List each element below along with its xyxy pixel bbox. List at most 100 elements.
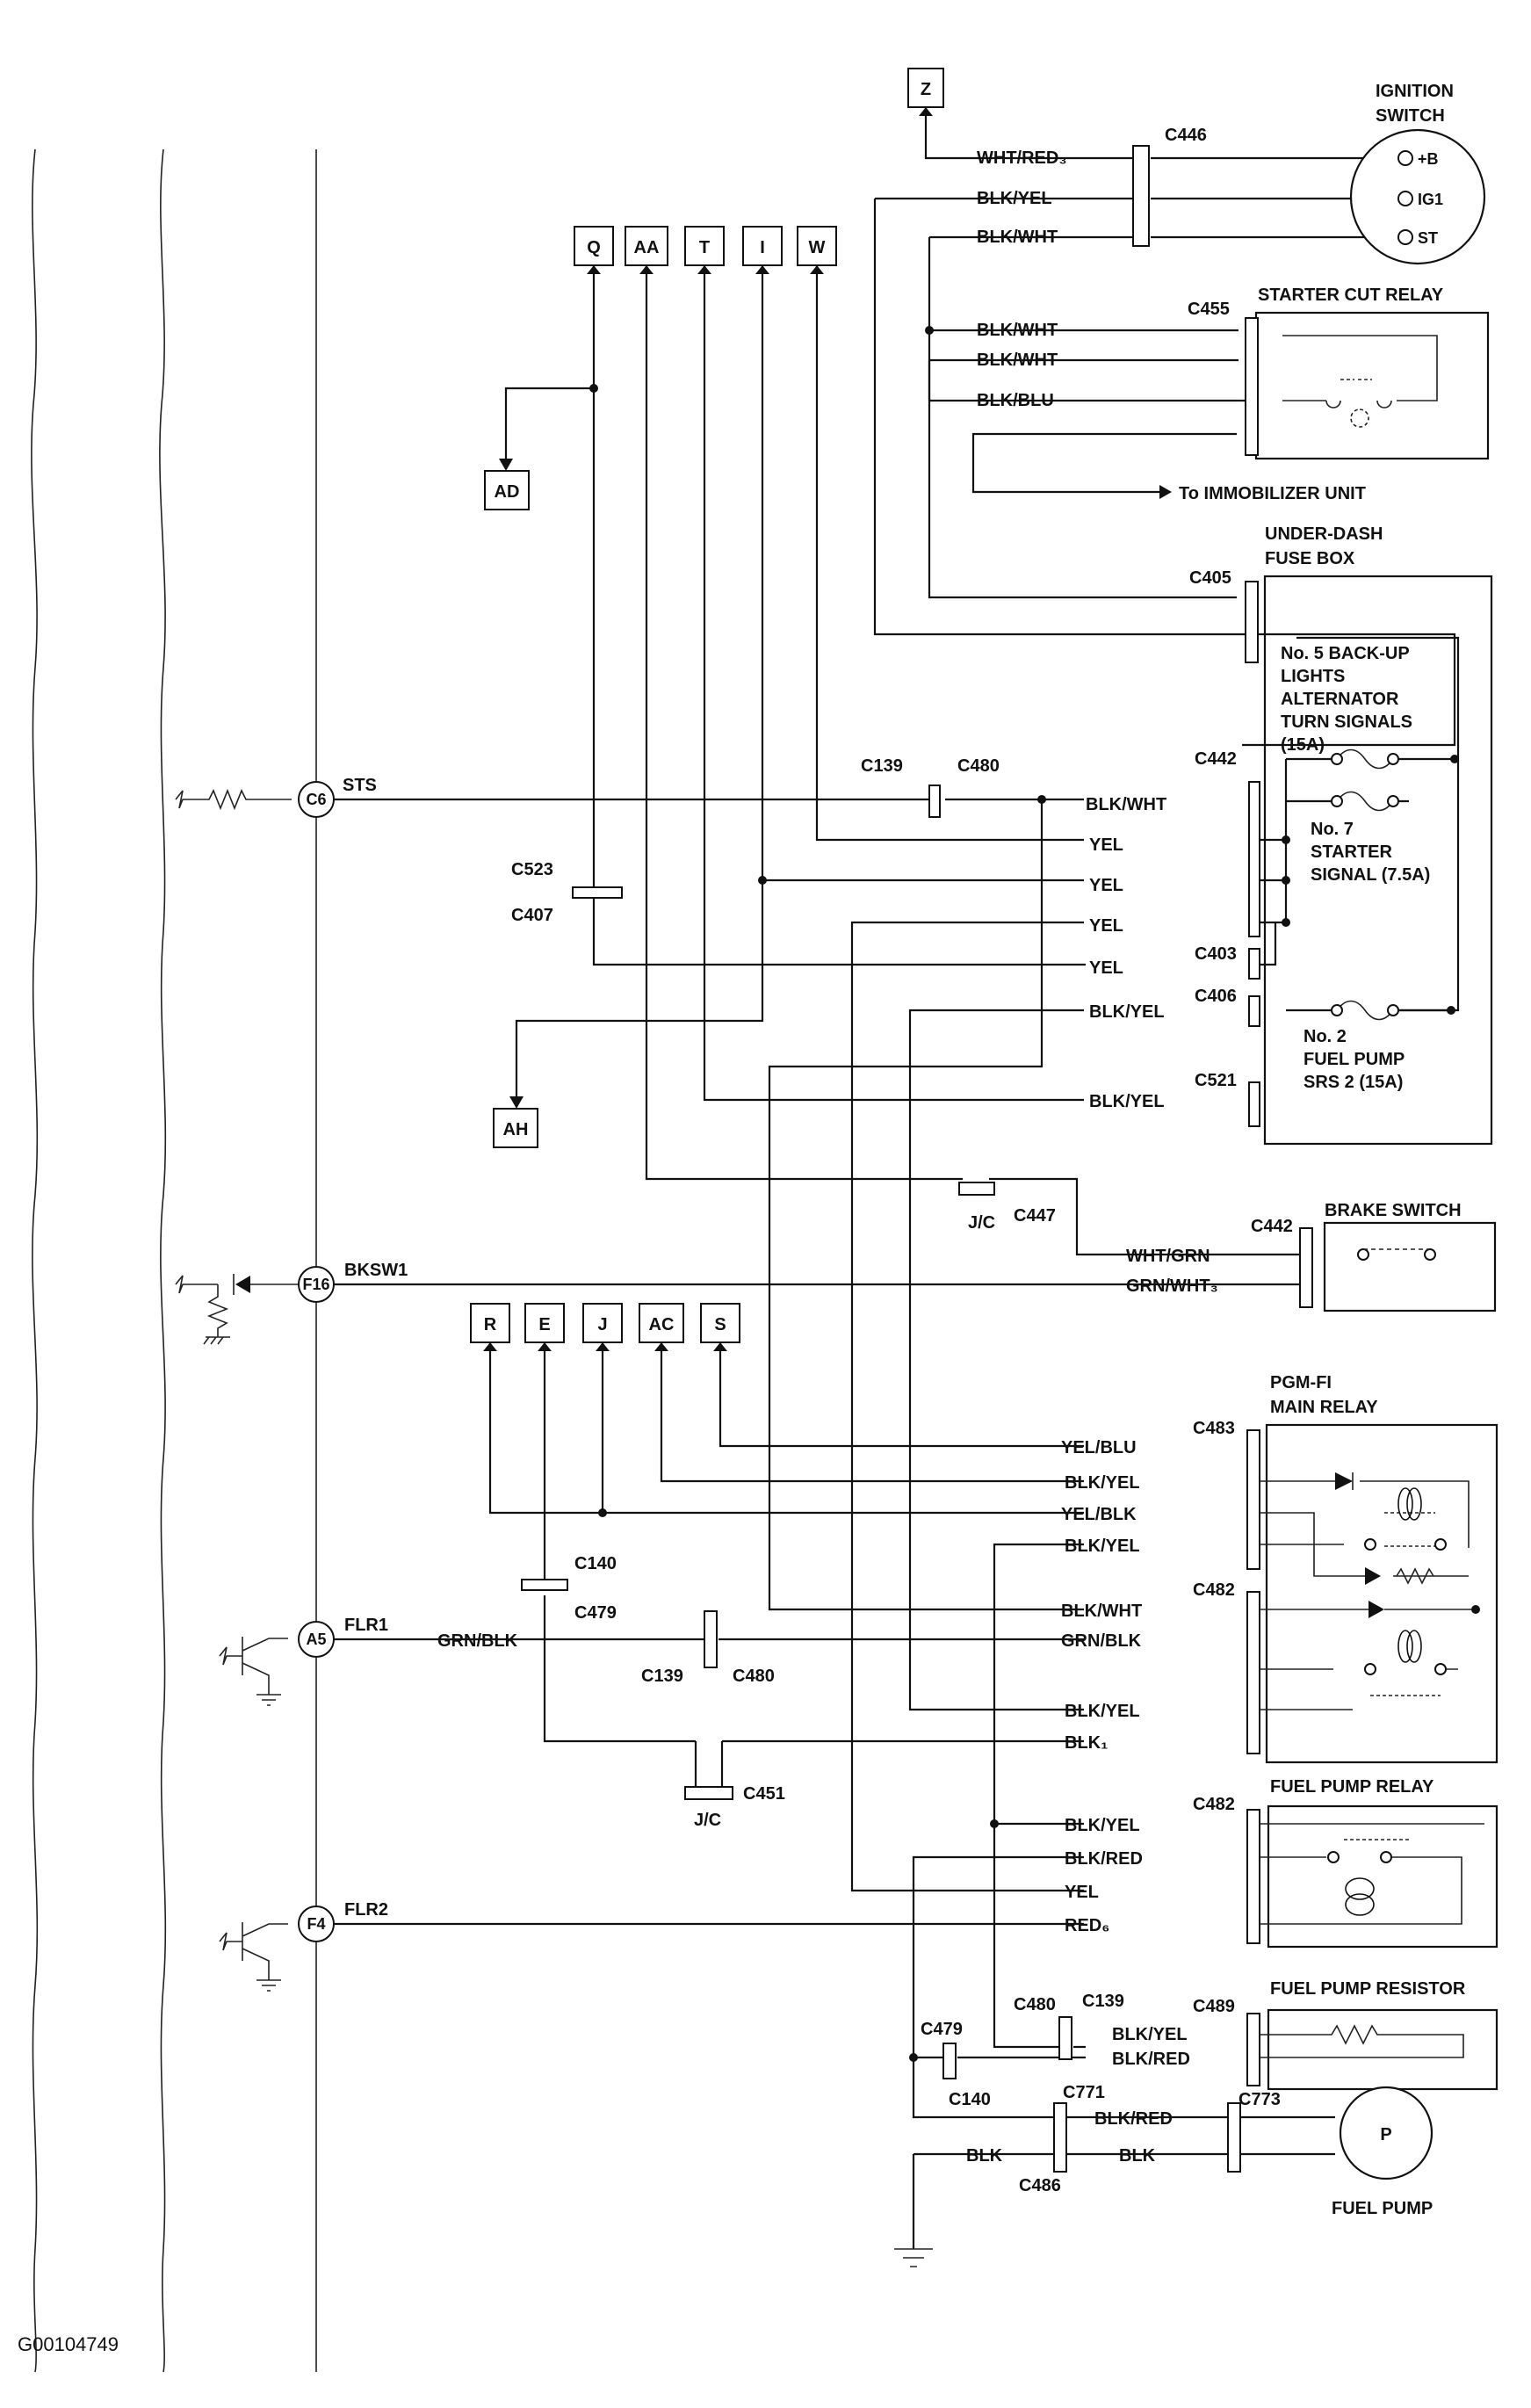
ref-box-t: T <box>684 226 725 266</box>
svg-text:FUEL PUMP: FUEL PUMP <box>1304 1050 1405 1069</box>
wire-label-blkyel-ig: BLK/YEL <box>977 189 1052 208</box>
ref-box-w: W <box>797 226 837 266</box>
wire-label-blkwht-sts: BLK/WHT <box>1086 795 1166 814</box>
wire-label-yel1: YEL <box>1089 835 1123 855</box>
svg-text:Z: Z <box>921 80 931 99</box>
wire-label-blkwht-r2: BLK/WHT <box>977 351 1058 370</box>
starter-cut-relay-title: STARTER CUT RELAY <box>1258 286 1444 305</box>
svg-text:PGM-FI: PGM-FI <box>1270 1373 1332 1392</box>
svg-text:R: R <box>484 1315 497 1334</box>
connector-c523-body <box>572 886 623 899</box>
wire-label-blkyel-p1: BLK/YEL <box>1065 1473 1140 1493</box>
connector-c773: C773 <box>1239 2090 1281 2109</box>
svg-text:AA: AA <box>634 238 660 257</box>
connector-c139b-body <box>704 1610 718 1668</box>
ecm-body-left-edge <box>31 148 39 2373</box>
wire-label-blkyel-p2: BLK/YEL <box>1065 1537 1140 1556</box>
sts-input-resistor <box>175 788 292 811</box>
connector-c489: C489 <box>1193 1997 1235 2016</box>
connector-c447-body <box>958 1182 995 1196</box>
ref-box-z: Z <box>907 68 944 108</box>
pin-f16-id: F16 <box>302 1276 329 1293</box>
wire-label-whtred3: WHT/RED₃ <box>977 148 1067 168</box>
fuel-pump-relay-title: FUEL PUMP RELAY <box>1270 1777 1434 1797</box>
connector-c406: C406 <box>1195 987 1237 1006</box>
wire-label-blk-r: BLK <box>1119 2146 1156 2166</box>
wire-label-yelblu: YEL/BLU <box>1061 1438 1137 1457</box>
connector-c480c: C480 <box>1014 1995 1056 2014</box>
svg-text:I: I <box>760 238 765 257</box>
connector-c446: C446 <box>1132 126 1207 247</box>
ref-box-i: I <box>742 226 783 266</box>
brake-switch: BRAKE SWITCH C442 <box>1251 1201 1497 1312</box>
wire-label-blk-l: BLK <box>966 2146 1003 2166</box>
connector-c771: C771 <box>1063 2083 1105 2102</box>
svg-text:C446: C446 <box>1165 126 1207 145</box>
connector-c139c-body <box>1058 2016 1072 2060</box>
ecm-body-right-edge <box>159 148 167 2373</box>
connector-c773-body <box>1227 2102 1241 2173</box>
connector-c479b-body <box>942 2043 957 2079</box>
svg-text:FUSE BOX: FUSE BOX <box>1265 549 1355 568</box>
wire-label-yel4: YEL <box>1089 958 1123 978</box>
svg-text:AH: AH <box>503 1120 529 1139</box>
svg-text:T: T <box>699 238 710 257</box>
wire-label-blkyel-c521: BLK/YEL <box>1089 1092 1165 1111</box>
svg-text:(15A): (15A) <box>1281 735 1325 755</box>
wire-label-blkwht-p: BLK/WHT <box>1061 1602 1142 1621</box>
flr1-driver-transistor <box>219 1637 288 1706</box>
connector-c139b: C139 <box>641 1667 683 1686</box>
connector-c139a: C139 <box>861 756 903 776</box>
ref-box-j: J <box>582 1303 623 1343</box>
wire-label-grnwht3: GRN/WHT₃ <box>1126 1276 1218 1296</box>
svg-text:AD: AD <box>495 482 520 502</box>
svg-text:UNDER-DASH: UNDER-DASH <box>1265 524 1383 544</box>
ignition-switch-title-2: SWITCH <box>1376 106 1445 126</box>
ref-box-s: S <box>700 1303 740 1343</box>
connector-c140b: C140 <box>949 2090 991 2109</box>
wire-label-yelblk: YEL/BLK <box>1061 1505 1137 1524</box>
svg-text:IG1: IG1 <box>1418 191 1443 208</box>
pin-c6-id: C6 <box>306 791 326 808</box>
connector-c403: C403 <box>1195 944 1237 964</box>
wire-label-blkyel-c406: BLK/YEL <box>1089 1002 1165 1022</box>
connector-c447: C447 <box>1014 1206 1056 1226</box>
immobilizer-label: To IMMOBILIZER UNIT <box>1179 484 1366 503</box>
connector-c407: C407 <box>511 906 553 925</box>
pin-f4-signal: FLR2 <box>344 1900 388 1920</box>
bksw1-input-circuit <box>175 1275 218 1294</box>
jc-label-2: J/C <box>694 1811 721 1830</box>
ref-box-ac: AC <box>639 1303 684 1343</box>
wire-runs <box>334 107 1460 2267</box>
wire-label-grnblk-l: GRN/BLK <box>437 1631 518 1651</box>
connector-c482a: C482 <box>1193 1580 1235 1600</box>
wire-label-blkwht-st: BLK/WHT <box>977 228 1058 247</box>
fuel-pump-resistor: FUEL PUMP RESISTOR C489 <box>1193 1979 1499 2091</box>
connector-c140a: C140 <box>574 1554 617 1573</box>
svg-text:S: S <box>714 1315 726 1334</box>
ignition-switch: +B IG1 ST IGNITION SWITCH <box>1349 82 1486 265</box>
brake-switch-title: BRAKE SWITCH <box>1325 1201 1462 1220</box>
wire-label-blkyel-res: BLK/YEL <box>1112 2025 1188 2044</box>
diagram-id: G00104749 <box>18 2333 119 2355</box>
wire-label-whtgrn: WHT/GRN <box>1126 1247 1210 1266</box>
connector-c451: C451 <box>743 1784 785 1804</box>
connector-c442a: C442 <box>1195 749 1237 769</box>
pin-c6-signal: STS <box>343 776 377 795</box>
svg-text:No. 7: No. 7 <box>1311 820 1354 839</box>
connector-c139c: C139 <box>1082 1992 1124 2011</box>
svg-text:J: J <box>597 1315 607 1334</box>
connector-c482b: C482 <box>1193 1795 1235 1814</box>
connector-c442a-body <box>1248 781 1260 937</box>
connector-c483: C483 <box>1193 1419 1235 1438</box>
svg-text:MAIN RELAY: MAIN RELAY <box>1270 1398 1378 1417</box>
svg-text:E: E <box>538 1315 550 1334</box>
svg-text:STARTER: STARTER <box>1311 842 1393 862</box>
svg-text:ST: ST <box>1418 229 1438 247</box>
fuel-pump-title: FUEL PUMP <box>1332 2199 1433 2218</box>
svg-text:Q: Q <box>587 238 601 257</box>
fuel-pump-relay: FUEL PUMP RELAY C482 <box>1193 1777 1499 1949</box>
svg-text:+B: +B <box>1418 150 1439 168</box>
connector-c521-body <box>1248 1081 1260 1127</box>
wire-label-red6: RED₆ <box>1065 1916 1109 1935</box>
